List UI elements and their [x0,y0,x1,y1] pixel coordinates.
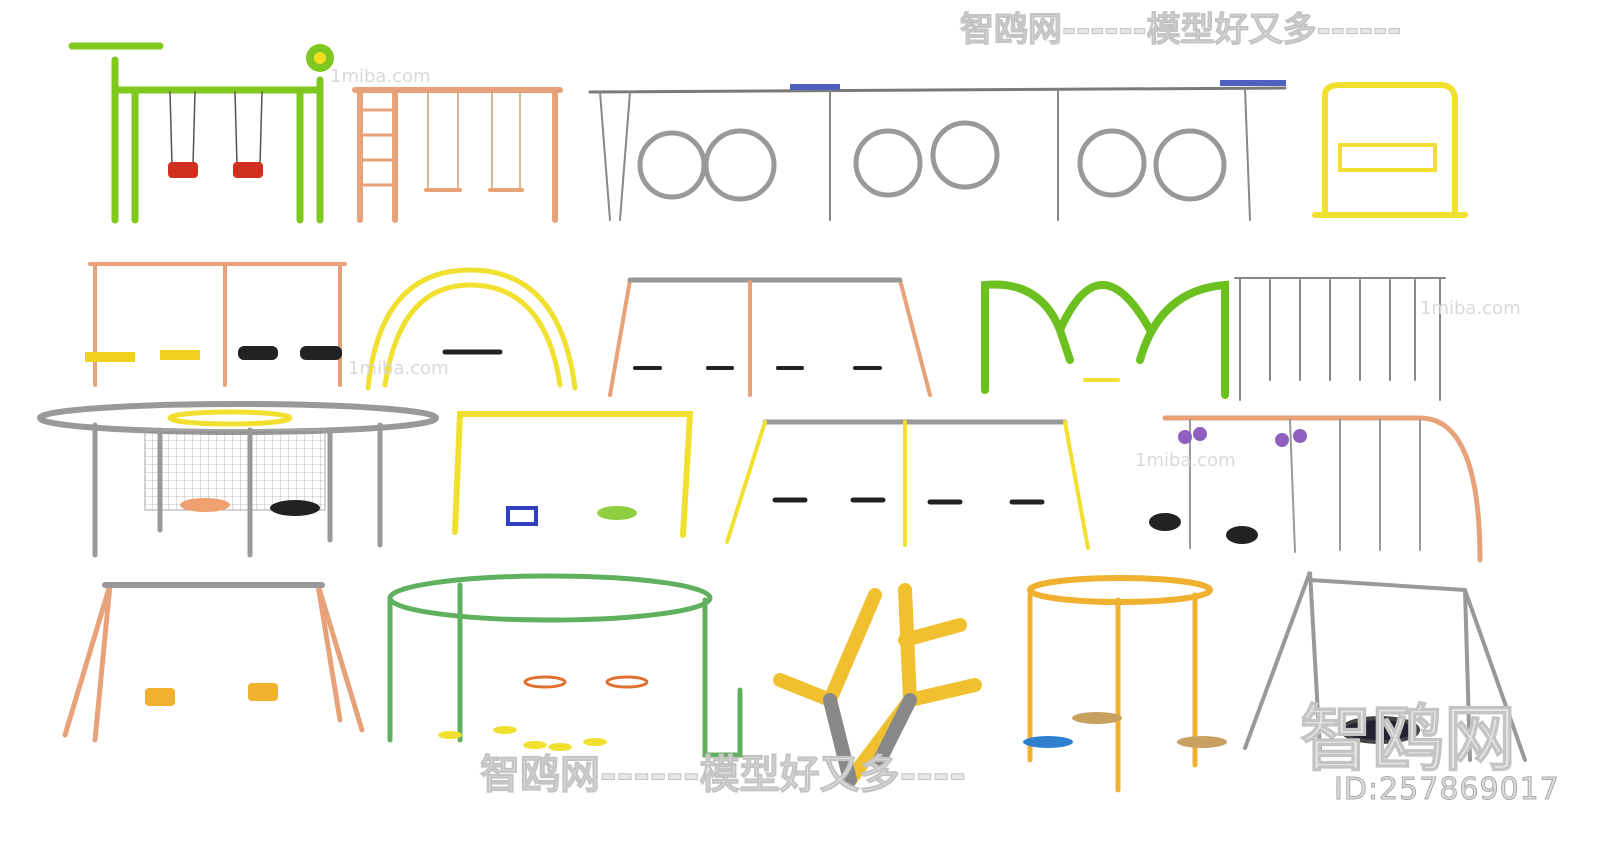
two-baby-seat-swing [62,582,365,743]
four-seat-gray-swing [725,419,1090,550]
yellow-frame-swing [452,411,694,538]
watermark-logo: 智鸥网 [1299,697,1517,782]
round-net-play-structure [37,401,439,558]
tree-branch-climber [773,583,982,787]
yellow-bench-swing [1312,82,1468,218]
watermark-top-banner: 智鸥网------模型好又多------ [959,10,1402,51]
four-seat-swing-frame [85,262,347,387]
a-frame-nest-swing [1243,571,1527,762]
ladder-swing-set [352,87,563,223]
watermark-site: 1miba.com [330,66,431,87]
ring-swing-frame [588,80,1287,221]
watermark-site: 1miba.com [1420,298,1521,319]
five-swing-frame [608,277,932,397]
yellow-arch-swing [365,267,578,391]
orange-ring-nest-swing [1023,575,1227,793]
green-round-frame-swing [387,573,743,758]
watermark-site: 1miba.com [1135,450,1236,471]
watermark-id-label: ID:257869017 [1334,772,1560,808]
watermark-site: 1miba.com [348,358,449,379]
flower-swing-set [68,42,334,224]
salmon-curve-tire-swing [1149,415,1483,563]
watermark-bottom-banner: 智鸥网------模型好又多---- [479,752,967,799]
green-net-arch-swing [981,277,1446,401]
